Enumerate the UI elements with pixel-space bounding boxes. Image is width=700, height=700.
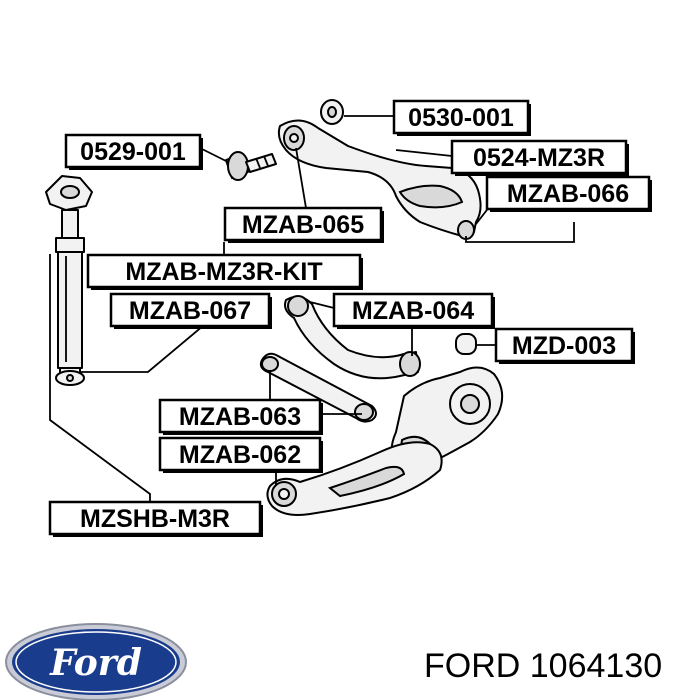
- label-0530-001: 0530-001: [392, 99, 531, 136]
- label-mzab-063: MZAB-063: [158, 398, 323, 435]
- label-text: 0530-001: [408, 104, 514, 132]
- cam-bolt: [225, 151, 277, 181]
- label-mzshb-m3r: MZSHB-M3R: [48, 500, 263, 537]
- lower-control-arm: [266, 441, 443, 516]
- label-text: MZAB-066: [507, 180, 629, 208]
- label-text: 0529-001: [80, 138, 186, 166]
- label-text: MZAB-063: [179, 403, 301, 431]
- label-text: MZAB-067: [129, 297, 251, 325]
- label-text: MZD-003: [512, 332, 616, 360]
- label-mzab-067: MZAB-067: [109, 292, 272, 329]
- label-mzab-064: MZAB-064: [332, 292, 495, 329]
- label-0529-001: 0529-001: [64, 133, 203, 170]
- ford-logo: Ford: [5, 623, 187, 700]
- ford-logo-text: Ford: [49, 642, 142, 684]
- label-0524-mz3r: 0524-MZ3R: [450, 139, 629, 176]
- label-text: MZAB-064: [352, 297, 474, 325]
- part-number-footer: FORD 1064130: [424, 647, 662, 685]
- label-text: MZAB-062: [179, 441, 301, 469]
- toe-link-arm: [284, 295, 421, 380]
- washer: [320, 99, 344, 125]
- label-mzd-003: MZD-003: [494, 327, 635, 364]
- label-text: MZAB-MZ3R-KIT: [125, 258, 322, 286]
- label-text: 0524-MZ3R: [473, 144, 605, 172]
- lower-lateral-link: [259, 352, 377, 423]
- label-text: MZSHB-M3R: [80, 505, 230, 533]
- shock-absorber: [45, 175, 93, 386]
- upper-control-arm: [277, 119, 482, 240]
- label-text: MZAB-065: [242, 211, 364, 239]
- label-mzab-062: MZAB-062: [158, 436, 323, 473]
- label-mzab-066: MZAB-066: [485, 175, 652, 212]
- leader-lines: [49, 115, 575, 506]
- label-mzab-065: MZAB-065: [223, 206, 384, 243]
- label-mzab-mz3r-kit: MZAB-MZ3R-KIT: [86, 253, 363, 290]
- bushing: [455, 333, 477, 355]
